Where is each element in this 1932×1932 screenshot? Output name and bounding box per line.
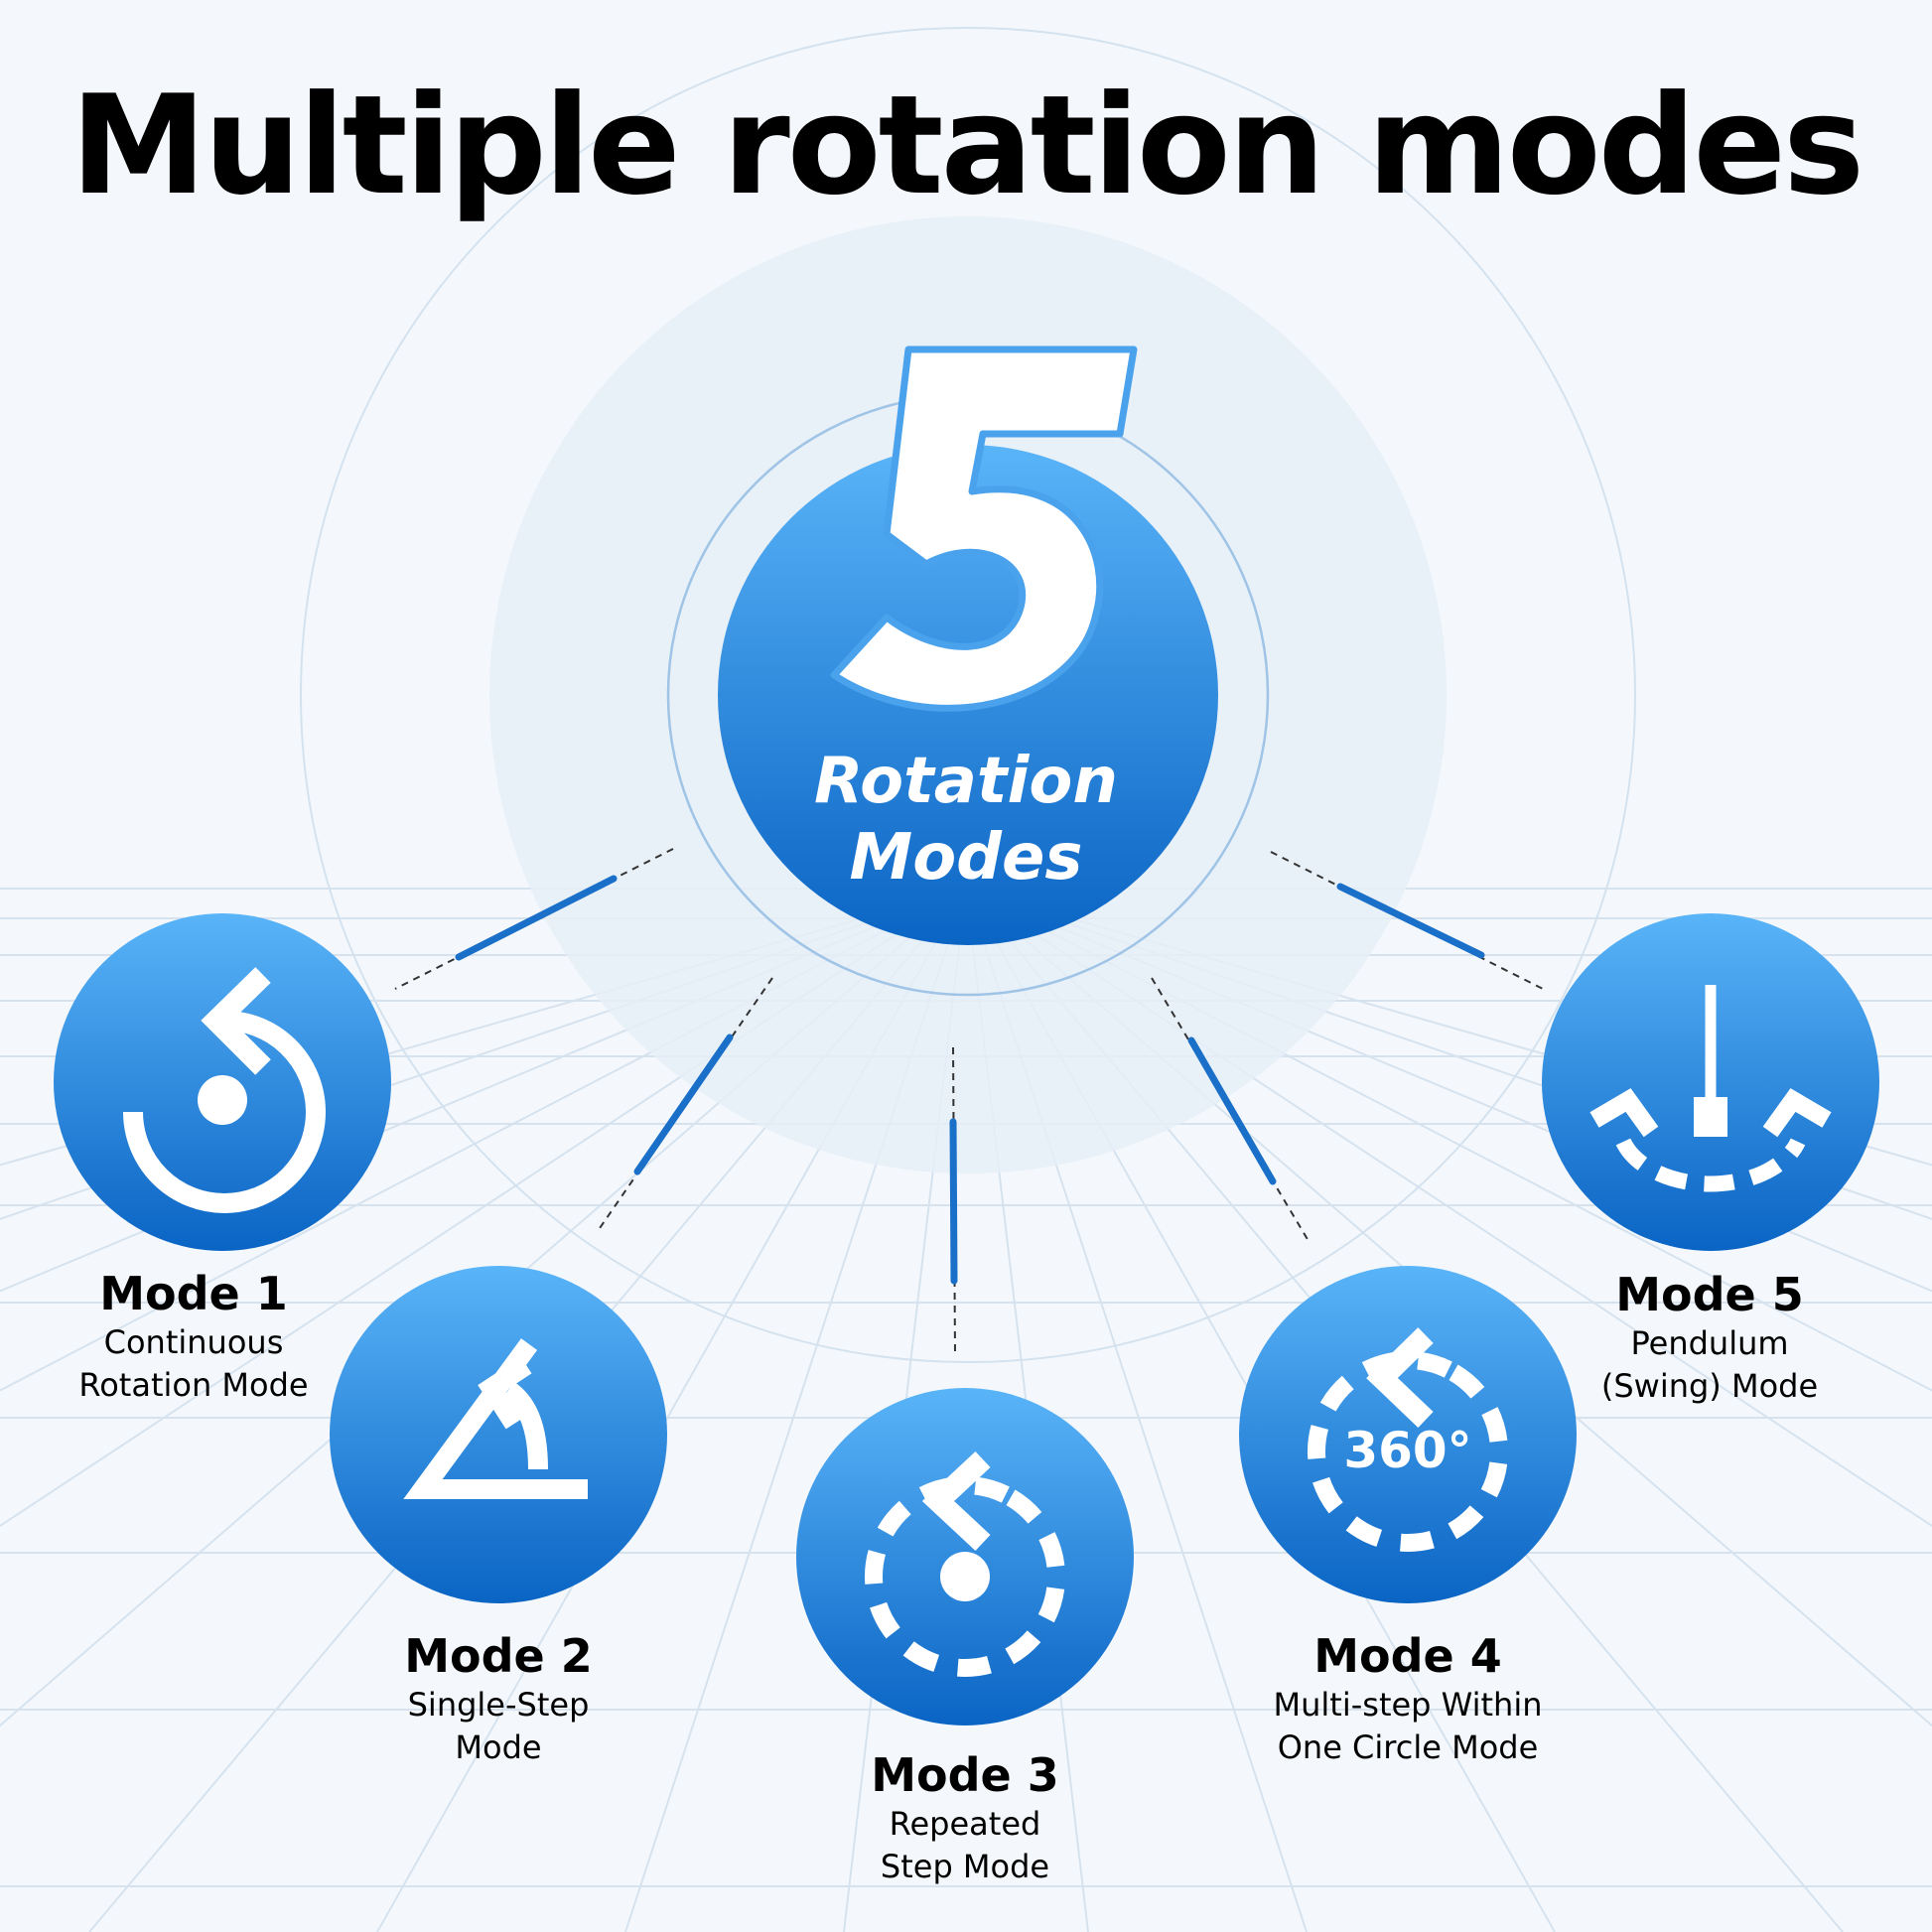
mode-3-desc-line1: Repeated (889, 1805, 1041, 1843)
hub-number-5 (830, 345, 1138, 712)
page-title: Multiple rotation modes (69, 66, 1864, 225)
mode-5-title: Mode 5 (1615, 1268, 1804, 1321)
mode-5-desc-line2: (Swing) Mode (1600, 1367, 1819, 1405)
pendulum-swing-icon (1589, 985, 1832, 1192)
mode-3-title: Mode 3 (871, 1748, 1059, 1802)
connectors (394, 848, 1548, 1357)
multi-step-360-icon (1308, 1327, 1508, 1552)
mode-2-title: Mode 2 (404, 1629, 593, 1683)
continuous-rotation-icon (123, 967, 326, 1213)
mode-5-badge (1542, 913, 1879, 1251)
mode-1-desc-line1: Continuous (103, 1323, 284, 1361)
hub-label-line2: Modes (849, 821, 1083, 895)
single-step-angle-icon (403, 1338, 588, 1499)
mode-2-desc-line2: Mode (455, 1728, 542, 1766)
mode-5-desc-line1: Pendulum (1630, 1324, 1789, 1362)
outer-ring (300, 27, 1636, 1363)
mode-1-label: Mode 1 Continuous Rotation Mode (0, 1266, 412, 1407)
mode-1-desc-line2: Rotation Mode (78, 1366, 309, 1404)
mode-4-label: Mode 4 Multi-step Within One Circle Mode (1189, 1628, 1626, 1769)
mode-2-desc-line1: Single-Step (407, 1686, 590, 1724)
mode-5-label: Mode 5 Pendulum (Swing) Mode (1491, 1267, 1928, 1408)
mode-3-badge (796, 1388, 1134, 1725)
mode-4-desc-line1: Multi-step Within (1273, 1686, 1543, 1724)
mode-1-title: Mode 1 (99, 1267, 288, 1320)
mode-3-desc-line2: Step Mode (880, 1848, 1050, 1885)
mode-1-badge (54, 913, 391, 1251)
mode-3-label: Mode 3 Repeated Step Mode (747, 1747, 1183, 1888)
mode-4-title: Mode 4 (1313, 1629, 1502, 1683)
mode-2-label: Mode 2 Single-Step Mode (280, 1628, 717, 1769)
mode-4-desc-line2: One Circle Mode (1277, 1728, 1539, 1766)
hub-label-line1: Rotation (814, 745, 1118, 818)
mode-2-badge (330, 1266, 667, 1603)
mode-4-badge (1239, 1266, 1577, 1603)
repeated-step-icon (865, 1450, 1065, 1677)
